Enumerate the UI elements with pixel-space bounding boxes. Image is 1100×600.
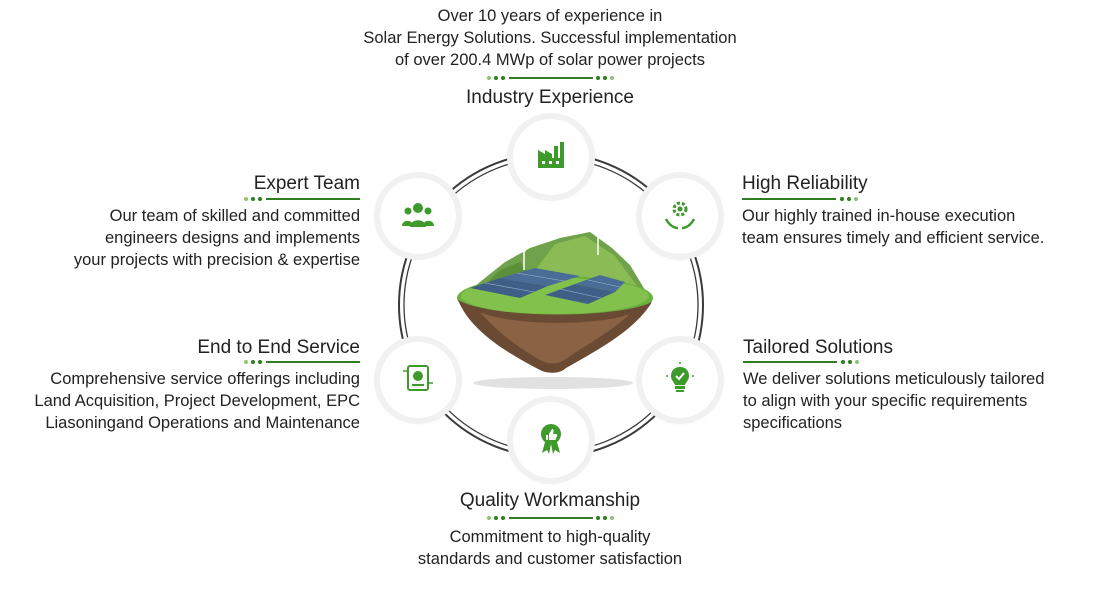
tailored-solutions-node <box>642 342 718 418</box>
end-to-end-service-title: End to End Service <box>197 337 360 358</box>
description-line: Our highly trained in-house execution <box>742 207 1016 225</box>
tailored-solutions-description: We deliver solutions meticulously tailor… <box>743 368 1093 434</box>
expert-team-description: Our team of skilled and committed engine… <box>10 205 360 271</box>
description-line: team ensures timely and efficient servic… <box>742 229 1045 247</box>
quality-workmanship-node <box>513 402 589 478</box>
description-line: engineers designs and implements <box>105 229 360 247</box>
expert-team-node <box>380 178 456 254</box>
end-to-end-service-node <box>380 342 456 418</box>
description-line: Land Acquisition, Project Development, E… <box>34 392 360 410</box>
description-line: to align with your specific requirements <box>743 392 1028 410</box>
quality-workmanship-underline <box>487 515 615 521</box>
gear-hands-icon <box>663 197 697 236</box>
description-line: We deliver solutions meticulously tailor… <box>743 370 1045 388</box>
lightbulb-icon <box>663 361 697 400</box>
tailored-solutions-title: Tailored Solutions <box>743 337 893 358</box>
high-reliability-underline <box>742 196 860 202</box>
quality-workmanship-title: Quality Workmanship <box>459 490 641 511</box>
floating-island-illustration <box>457 221 653 389</box>
solar-panels <box>470 268 625 304</box>
description-line: your projects with precision & expertise <box>73 251 360 269</box>
island-shadow <box>473 377 633 389</box>
description-line: Over 10 years of experience in <box>437 7 663 25</box>
industry-experience-node <box>513 119 589 195</box>
badge-thumbs-up-icon <box>534 421 568 460</box>
industry-experience-underline <box>487 75 615 81</box>
description-line: specifications <box>743 414 843 432</box>
team-icon <box>401 197 435 236</box>
description-line: Our team of skilled and committed <box>109 207 360 225</box>
description-line: Commitment to high-quality <box>449 528 651 546</box>
industry-experience-title: Industry Experience <box>466 87 634 108</box>
expert-team-title: Expert Team <box>253 173 360 194</box>
description-line: Comprehensive service offerings includin… <box>50 370 360 388</box>
end-to-end-service-underline <box>244 359 360 365</box>
expert-team-underline <box>244 196 360 202</box>
description-line: of over 200.4 MWp of solar power project… <box>395 51 705 69</box>
tailored-solutions-underline <box>743 359 861 365</box>
factory-icon <box>534 138 568 177</box>
quality-workmanship-description: Commitment to high-quality standards and… <box>350 526 750 570</box>
high-reliability-description: Our highly trained in-house execution te… <box>742 205 1082 249</box>
service-icon <box>401 361 435 400</box>
high-reliability-node <box>642 178 718 254</box>
industry-experience-description: Over 10 years of experience in Solar Ene… <box>300 5 800 71</box>
end-to-end-service-description: Comprehensive service offerings includin… <box>0 368 360 434</box>
description-line: Solar Energy Solutions. Successful imple… <box>363 29 737 47</box>
description-line: standards and customer satisfaction <box>417 550 683 568</box>
description-line: Liasoningand Operations and Maintenance <box>45 414 360 432</box>
high-reliability-title: High Reliability <box>742 173 868 194</box>
